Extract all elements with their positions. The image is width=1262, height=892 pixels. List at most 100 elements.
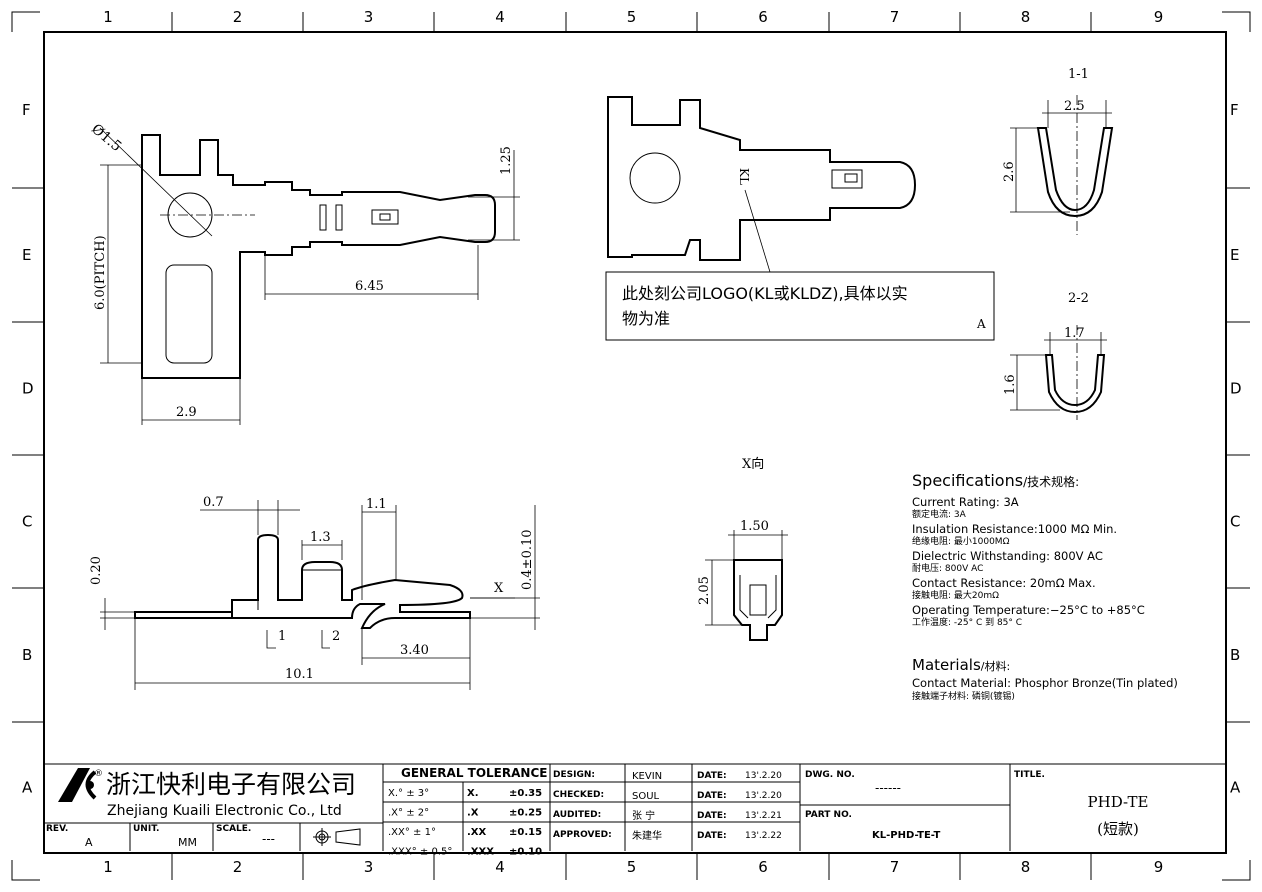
approval-date: 13'.2.20 (745, 771, 782, 781)
svg-text:Specifications/技术规格:: Specifications/技术规格: (912, 471, 1079, 490)
sheet-border (11, 11, 1251, 881)
logo-mark: KL (737, 168, 751, 185)
approval-date: 13'.2.21 (745, 811, 782, 821)
approval-name: SOUL (632, 791, 660, 802)
spec-item-en: Operating Temperature:−25°C to +85°C (912, 603, 1145, 617)
diameter-dim: Ø1.5 (88, 121, 124, 155)
zone-column-label: 6 (758, 8, 768, 26)
projection-symbol-icon (313, 828, 361, 846)
approval-label: AUDITED: (553, 810, 601, 820)
tolerance-value: ±0.10 (509, 847, 542, 858)
material-en: Contact Material: Phosphor Bronze(Tin pl… (912, 676, 1178, 690)
approval-date: 13'.2.20 (745, 791, 782, 801)
section-1-1: 1-1 2.5 2.6 (1002, 67, 1114, 235)
approval-date-label: DATE: (697, 811, 727, 821)
approval-name: 张 宁 (632, 809, 655, 822)
zone-row-label: E (1230, 246, 1239, 264)
company-name-cn: 浙江快利电子有限公司 (106, 770, 356, 799)
tolerance-decimal: .X (467, 808, 479, 819)
zone-row-label: D (1230, 380, 1242, 398)
tolerance-decimal: X. (467, 788, 479, 799)
zone-column-label: 9 (1154, 8, 1164, 26)
zone-column-label: 2 (233, 8, 243, 26)
pitch-dim: 6.0(PITCH) (93, 235, 108, 310)
scale-value: --- (262, 832, 275, 846)
zone-column-label: 9 (1154, 858, 1164, 876)
iso-view: KL 此处刻公司LOGO(KL或KLDZ),具体以实 物为准 A (605, 96, 995, 341)
zone-row-label: A (22, 779, 33, 797)
tolerance-decimal: .XXX (467, 847, 494, 858)
section-marker-1: 1 (278, 629, 286, 644)
dwg-no-value: ------ (875, 781, 901, 795)
side-dim-1-3: 1.3 (310, 530, 331, 545)
rev-label: REV. (46, 824, 68, 834)
zone-column-label: 8 (1021, 858, 1031, 876)
zone-column-label: 7 (890, 8, 900, 26)
approval-name: KEVIN (632, 771, 662, 782)
x-direction-view: X向 1.50 2.05 (697, 456, 788, 641)
side-dim-0-7: 0.7 (203, 495, 224, 510)
title-block: ® 浙江快利电子有限公司 Zhejiang Kuaili Electronic … (44, 763, 1226, 858)
spec-heading-cn: /技术规格: (1023, 474, 1079, 489)
approval-label: APPROVED: (553, 830, 612, 840)
title-label: TITLE. (1014, 770, 1045, 780)
spec-item-cn: 耐电压: 800V AC (912, 562, 983, 574)
company-logo: ® (58, 768, 103, 802)
tolerance-angle: .XXX° ± 0.5° (388, 847, 452, 858)
zone-column-label: 4 (495, 8, 505, 26)
side-dim-0-4: 0.4±0.10 (520, 529, 535, 590)
logo-note-box (605, 271, 995, 341)
section-1-width: 2.5 (1064, 99, 1085, 114)
tolerance-angle: .X° ± 2° (388, 808, 429, 819)
zone-column-label: 7 (890, 858, 900, 876)
spec-item-en: Contact Resistance: 20mΩ Max. (912, 576, 1096, 590)
drawing-title: PHD-TE (1088, 793, 1149, 811)
spec-item-cn: 接触电阻: 最大20mΩ (912, 589, 999, 601)
scale-label: SCALE. (216, 824, 251, 834)
zone-column-label: 4 (495, 858, 505, 876)
part-no-label: PART NO. (805, 810, 852, 820)
zone-row-label: F (22, 101, 31, 119)
spec-heading: Specifications (912, 471, 1023, 490)
approval-date-label: DATE: (697, 771, 727, 781)
materials-heading-cn: /材料: (981, 659, 1010, 673)
rev-value: A (85, 836, 93, 849)
zone-column-label: 1 (103, 858, 113, 876)
section-marker-2: 2 (332, 629, 340, 644)
specifications: Specifications/技术规格: Current Rating: 3A额… (912, 471, 1178, 702)
unit-value: MM (178, 836, 197, 849)
logo-note-rev: A (976, 317, 986, 331)
width-dim: 2.9 (176, 405, 197, 420)
tolerance-value: ±0.25 (509, 808, 542, 819)
spec-item-en: Dielectric Withstanding: 800V AC (912, 549, 1103, 563)
section-2-title: 2-2 (1068, 291, 1089, 306)
section-1-title: 1-1 (1068, 67, 1089, 82)
zone-row-label: B (1230, 646, 1240, 664)
zone-row-label: E (22, 246, 31, 264)
zone-row-label: A (1230, 779, 1241, 797)
dwg-no-label: DWG. NO. (805, 770, 855, 780)
tolerance-angle: X.° ± 3° (388, 788, 429, 799)
zone-row-label: F (1230, 101, 1239, 119)
side-dim-1-1: 1.1 (366, 497, 387, 512)
tolerance-value: ±0.35 (509, 788, 542, 799)
approval-date: 13'.2.22 (745, 831, 782, 841)
zone-column-label: 3 (364, 858, 374, 876)
zone-column-label: 8 (1021, 8, 1031, 26)
zone-column-label: 6 (758, 858, 768, 876)
approval-date-label: DATE: (697, 791, 727, 801)
part-no-value: KL-PHD-TE-T (872, 830, 940, 841)
logo-note-line1: 此处刻公司LOGO(KL或KLDZ),具体以实 (622, 284, 908, 303)
tolerance-angle: .XX° ± 1° (388, 827, 436, 838)
material-cn: 接触端子材料: 磷铜(镀锡) (912, 690, 1015, 702)
approval-date-label: DATE: (697, 831, 727, 841)
zone-column-label: 1 (103, 8, 113, 26)
tolerance-decimal: .XX (467, 827, 487, 838)
top-view: Ø1.5 1.25 6.0(PITCH) 6.45 2.9 (88, 121, 520, 425)
svg-text:Materials/材料:: Materials/材料: (912, 656, 1010, 674)
section-2-height: 1.6 (1003, 374, 1018, 395)
drawing-subtitle: (短款) (1097, 820, 1139, 838)
approval-label: DESIGN: (553, 770, 595, 780)
